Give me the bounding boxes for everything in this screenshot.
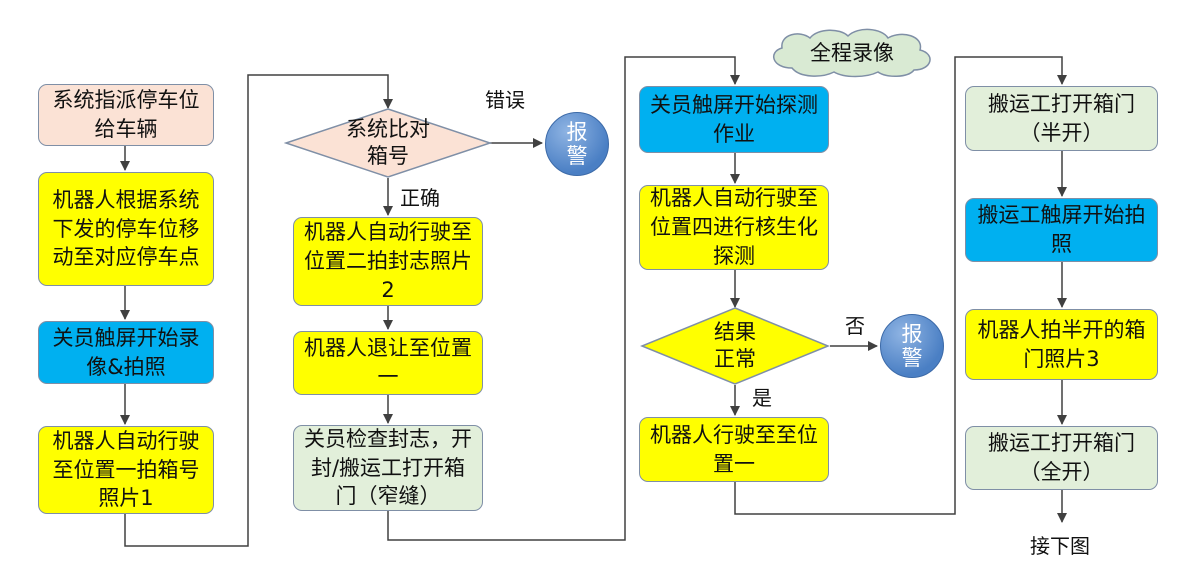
label-next-figure: 接下图 [1030, 534, 1090, 558]
step-start-detection: 关员触屏开始探测作业 [639, 86, 829, 153]
cloud-full-recording: 全程录像 [762, 26, 942, 78]
decision-shape-2 [640, 307, 830, 385]
cloud-label: 全程录像 [810, 41, 894, 65]
step-start-recording: 关员触屏开始录像&拍照 [38, 321, 214, 384]
label-no: 否 [845, 314, 865, 338]
alarm-icon-1: 报警 [545, 112, 609, 176]
arrow-c2-to-c3 [387, 56, 740, 541]
step-assign-parking: 系统指派停车位给车辆 [38, 84, 214, 146]
decision-compare-label: 系统比对箱号 [346, 116, 430, 168]
decision-shape [284, 108, 492, 178]
step-robot-move-parking: 机器人根据系统下发的停车位移动至对应停车点 [38, 172, 214, 286]
label-yes: 是 [752, 386, 772, 410]
step-photo-half-open: 机器人拍半开的箱门照片3 [965, 309, 1158, 380]
arrow-c1-to-c2 [124, 74, 393, 547]
step-robot-retreat: 机器人退让至位置一 [293, 331, 483, 395]
decision-compare-number: 系统比对箱号 [284, 108, 492, 178]
arrow-c3-to-c4 [734, 56, 1067, 515]
decision-result-label: 结果正常 [714, 319, 756, 371]
decision-result-normal: 结果正常 [640, 307, 830, 385]
step-photo-container-number: 机器人自动行驶至位置一拍箱号照片1 [38, 426, 214, 514]
step-cbrn-detection: 机器人自动行驶至位置四进行核生化探测 [639, 185, 829, 270]
step-check-seal: 关员检查封志，开封/搬运工打开箱门（窄缝） [293, 425, 483, 511]
step-open-half: 搬运工打开箱门（半开） [965, 86, 1158, 151]
step-robot-return: 机器人行驶至至位置一 [639, 417, 829, 482]
alarm-icon-2: 报警 [880, 314, 944, 378]
label-error: 错误 [485, 88, 525, 112]
label-correct: 正确 [400, 186, 440, 210]
step-open-full: 搬运工打开箱门（全开） [965, 426, 1158, 490]
cloud-shape [772, 28, 931, 78]
step-start-photo: 搬运工触屏开始拍照 [965, 198, 1158, 262]
step-photo-seal: 机器人自动行驶至位置二拍封志照片2 [293, 217, 483, 306]
